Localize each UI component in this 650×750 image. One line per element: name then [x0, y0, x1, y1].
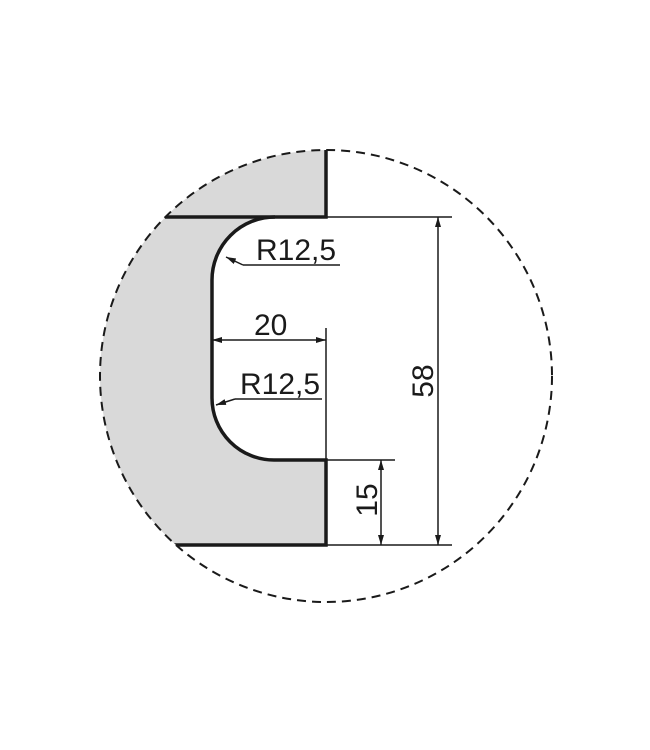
material-section [100, 150, 326, 545]
width-dimension: 20 [212, 309, 326, 343]
step-height-label: 15 [351, 483, 384, 516]
total-height-dimension: 58 [407, 217, 441, 545]
width-label: 20 [254, 309, 287, 342]
top-radius-label: R12,5 [256, 234, 336, 267]
bottom-radius-label: R12,5 [240, 368, 320, 401]
material-fill [100, 150, 326, 545]
total-height-label: 58 [407, 364, 440, 397]
detail-circle [99, 149, 553, 603]
step-height-dimension: 15 [351, 460, 384, 545]
top-radius-dimension: R12,5 [225, 234, 340, 267]
bottom-radius-dimension: R12,5 [215, 368, 322, 406]
